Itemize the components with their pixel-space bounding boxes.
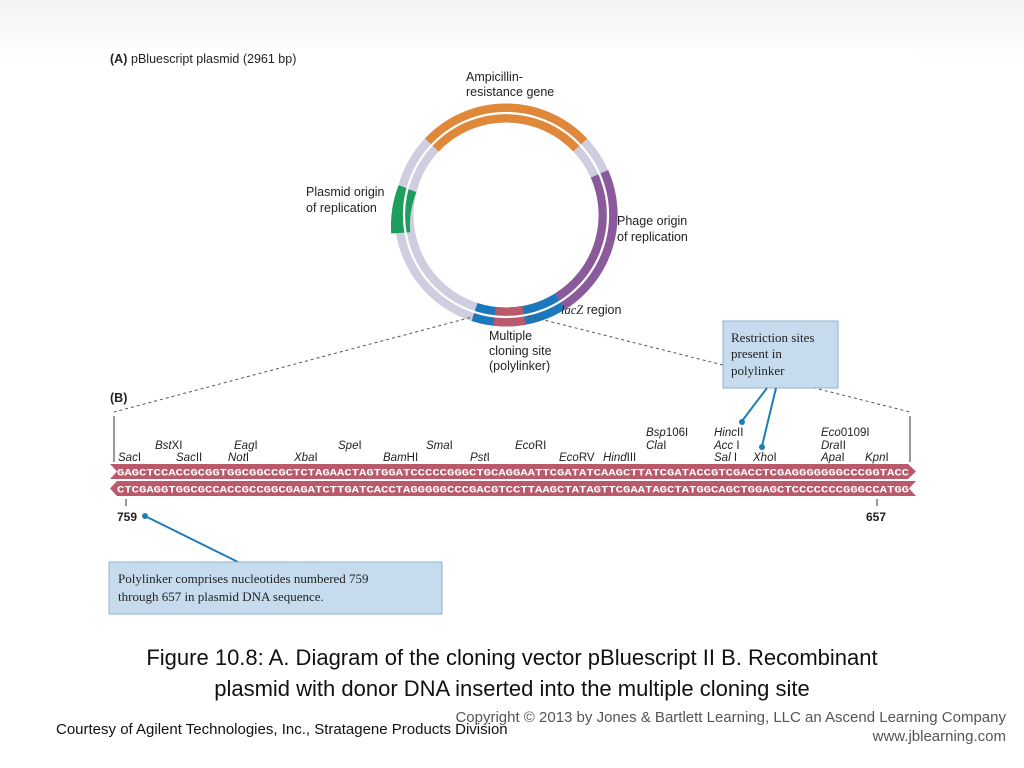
site-sacii: SacII: [176, 452, 202, 464]
plasmid-origin-label-line1: Plasmid origin: [306, 185, 385, 199]
panel-a-label: (A): [110, 52, 127, 66]
site-eagi: EagI: [234, 440, 258, 452]
panel-a-title: pBluescript plasmid (2961 bp): [131, 52, 296, 66]
site-hindiii: HindIII: [603, 452, 636, 464]
polylinker-callout-line1: Polylinker comprises nucleotides numbere…: [118, 571, 369, 586]
site-draii: DraII: [821, 440, 846, 452]
site-kpni: KpnI: [865, 452, 889, 464]
site-ecorv: EcoRV: [559, 452, 595, 464]
panel-b-label: (B): [110, 391, 127, 405]
polylinker-pointer-line: [144, 515, 239, 563]
site-ecori: EcoRI: [515, 440, 546, 452]
restriction-callout-line1: Restriction sites: [731, 330, 814, 345]
site-sali: Sal I: [714, 452, 737, 464]
mcs-label-line2: cloning site: [489, 344, 552, 358]
lacz-label-italic: lacZ: [561, 303, 584, 317]
copyright-notice: Copyright © 2013 by Jones & Bartlett Lea…: [455, 708, 1006, 746]
site-spei: SpeI: [338, 440, 362, 452]
restriction-callout-line3: polylinker: [731, 363, 785, 378]
restriction-sites-callout: [722, 320, 839, 389]
figure-caption: Figure 10.8: A. Diagram of the cloning v…: [40, 642, 984, 704]
mcs-label-line3: (polylinker): [489, 359, 550, 373]
site-psti: PstI: [470, 452, 490, 464]
site-noti: NotI: [228, 452, 249, 464]
end-number: 657: [866, 510, 886, 524]
site-bamhi: BamHI: [383, 452, 418, 464]
top-strand-sequence: GAGCTCCACCGCGGTGGCGGCCGCTCTAGAACTAGTGGAT…: [117, 468, 909, 480]
copyright-url: www.jblearning.com: [872, 728, 1006, 745]
site-saci: SacI: [118, 452, 141, 464]
site-hincii: HincII: [714, 427, 743, 439]
top-strand-band: [110, 464, 916, 479]
caption-line1: Figure 10.8: A. Diagram of the cloning v…: [146, 645, 878, 670]
site-bstxi: BstXI: [155, 440, 183, 452]
plasmid-ring: [390, 103, 618, 327]
start-number: 759: [117, 510, 137, 524]
restriction-site-labels: SacI BstXI SacII EagI NotI XbaI SpeI Bam…: [118, 427, 889, 464]
restriction-pointer-hincii-dot: [739, 419, 745, 425]
restriction-pointer-xhoi-dot: [759, 444, 765, 450]
site-apai: ApaI: [820, 452, 845, 464]
site-acci: Acc I: [713, 440, 740, 452]
phage-origin-label-line1: Phage origin: [617, 214, 687, 228]
bottom-strand-band: [110, 481, 916, 496]
restriction-pointer-xhoi: [761, 387, 777, 447]
ampicillin-label-line2: resistance gene: [466, 85, 554, 99]
site-xbai: XbaI: [293, 452, 318, 464]
polylinker-callout: [108, 561, 443, 615]
site-xhoi: XhoI: [752, 452, 777, 464]
restriction-pointer-hincii: [741, 387, 768, 422]
site-eco0109i: Eco0109I: [821, 427, 870, 439]
zoom-line-left: [113, 315, 477, 413]
copyright-line1: Copyright © 2013 by Jones & Bartlett Lea…: [455, 709, 1006, 726]
ampicillin-label-line1: Ampicillin-: [466, 70, 523, 84]
courtesy-credit: Courtesy of Agilent Technologies, Inc., …: [56, 721, 508, 738]
phage-origin-label-line2: of replication: [617, 230, 688, 244]
bottom-strand-sequence: CTCGAGGTGGCGCCACCGCCGGCGAGATCTTGATCACCTA…: [117, 485, 909, 497]
lacz-label: lacZ region: [561, 303, 622, 317]
lacz-label-rest: region: [583, 303, 621, 317]
site-clai: ClaI: [646, 440, 666, 452]
mcs-label-line1: Multiple: [489, 329, 532, 343]
plasmid-origin-label-line2: of replication: [306, 201, 377, 215]
polylinker-callout-line2: through 657 in plasmid DNA sequence.: [118, 589, 324, 604]
restriction-callout-line2: present in: [731, 346, 782, 361]
site-bsp106i: Bsp106I: [646, 427, 688, 439]
caption-line2: plasmid with donor DNA inserted into the…: [214, 676, 810, 701]
site-smai: SmaI: [426, 440, 453, 452]
ring-strand-separator: [402, 111, 610, 319]
